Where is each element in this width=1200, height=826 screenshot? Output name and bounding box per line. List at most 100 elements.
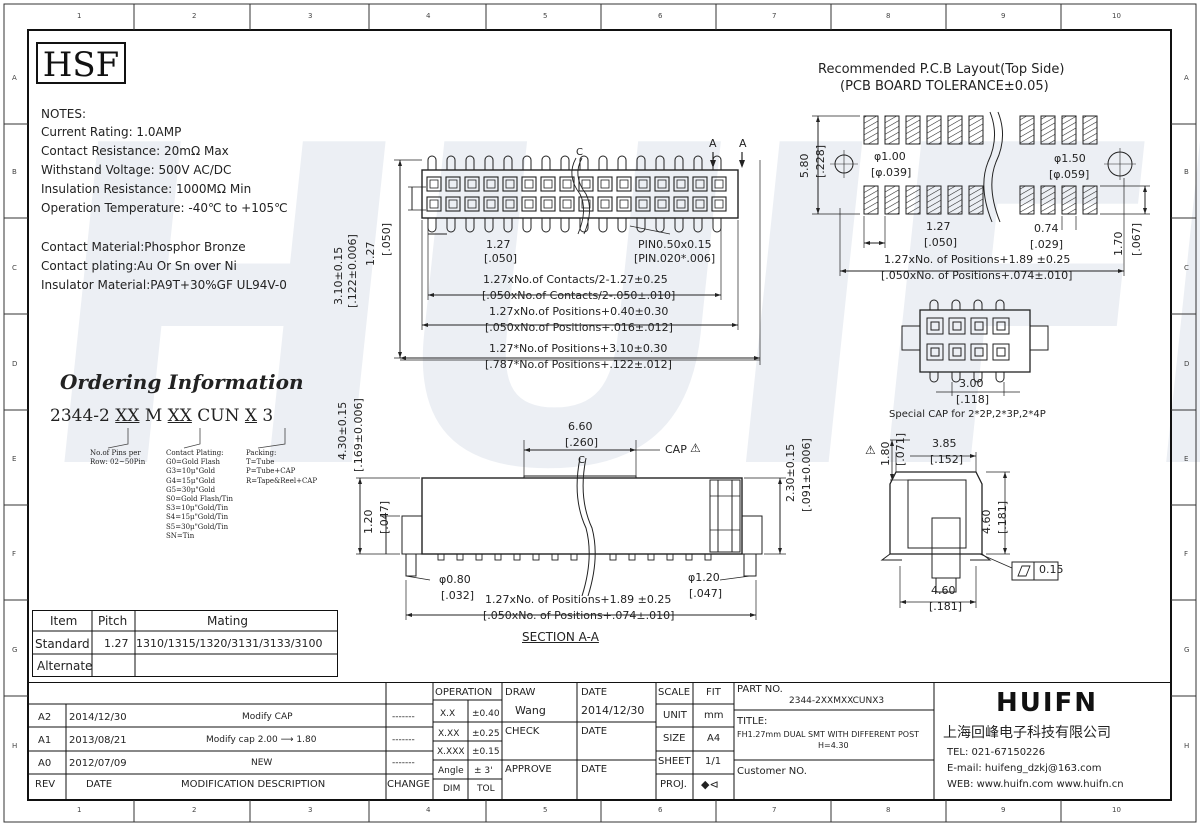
side-span: 1.27xNo. of Positions+1.89 ±0.25 — [485, 593, 672, 606]
tol-val: ± 3' — [474, 766, 493, 776]
end-d2: 3.85 — [932, 437, 957, 450]
mating-header-mating: Mating — [207, 614, 248, 628]
rev-date: 2013/08/21 — [69, 735, 127, 746]
section-a-mark: A — [709, 137, 717, 150]
dim-overall: 1.27*No.of Positions+3.10±0.30 — [489, 342, 668, 355]
grid-row-label: D — [12, 360, 18, 368]
projection-icon: ◆⊲ — [701, 778, 719, 791]
side-peg1-in: [.032] — [441, 589, 475, 602]
pcb-hole1: φ1.00 — [874, 150, 906, 163]
end-d3-in: [.181] — [996, 500, 1009, 534]
grid-col-label: 3 — [308, 12, 313, 20]
section-label: SECTION A-A — [522, 630, 599, 644]
title-line-1: FH1.27mm DUAL SMT WITH DIFFERENT POST — [737, 730, 920, 739]
rev-desc: Modify CAP — [242, 712, 293, 722]
tol-val: ±0.15 — [472, 747, 500, 757]
material-line: Contact plating:Au Or Sn over Ni — [41, 259, 237, 273]
grid-row-label: C — [12, 264, 17, 272]
note-line: Insulation Resistance: 1000MΩ Min — [41, 182, 252, 196]
part-no: 2344-2XXMXXCUNX3 — [789, 696, 885, 706]
side-center-mark: C — [578, 455, 585, 466]
ordering-code: 2344-2 XX M XX CUN X 3 — [50, 406, 273, 426]
grid-col-label: 9 — [1001, 806, 1006, 814]
grid-row-label: A — [1184, 74, 1189, 82]
side-height-in: [.169±0.006] — [352, 398, 365, 472]
tol-key: X.XX — [438, 729, 460, 739]
tol-key: Angle — [438, 766, 464, 776]
dim-pin-in: [PIN.020*.006] — [634, 252, 716, 265]
side-peg2: φ1.20 — [688, 571, 720, 584]
rev-change: ------- — [392, 758, 415, 768]
tol-key: X.XXX — [437, 747, 465, 757]
sheet-value: 1/1 — [705, 756, 722, 767]
notes-heading: NOTES: — [41, 107, 86, 121]
huifn-logo: HUIFN — [996, 688, 1099, 718]
grid-row-label: G — [1184, 646, 1190, 654]
company-email: E-mail: huifeng_dzkj@163.com — [947, 763, 1102, 774]
note-line: Operation Temperature: -40℃ to +105℃ — [41, 201, 288, 215]
pcb-dim-h-in: [.228] — [814, 144, 827, 178]
grid-col-label: 8 — [886, 12, 891, 20]
grid-row-label: E — [12, 455, 17, 463]
material-line: Insulator Material:PA9T+30%GF UL94V-0 — [41, 278, 287, 292]
tol-label: TOL — [477, 784, 495, 794]
proj-label: PROJ. — [660, 779, 687, 790]
dim-positions: 1.27xNo.of Positions+0.40±0.30 — [489, 305, 669, 318]
rev-header: DATE — [86, 779, 113, 790]
warning-icon: ⚠ — [865, 443, 876, 457]
approve-label: APPROVE — [505, 764, 552, 775]
end-d4-in: [.181] — [929, 600, 963, 613]
rev-change: ------- — [392, 712, 415, 722]
rev-date: 2014/12/30 — [69, 712, 127, 723]
grid-row-label: H — [1184, 742, 1190, 750]
scale-value: FIT — [706, 687, 721, 698]
draw-name: Wang — [515, 704, 546, 717]
cap-caption: Special CAP for 2*2P,2*3P,2*4P — [889, 409, 1046, 420]
dim-positions-in: [.050xNo.of Positions+.016±.012] — [485, 321, 673, 334]
tol-val: ±0.40 — [472, 709, 500, 719]
code-part: M — [139, 406, 168, 426]
pcb-span: 1.27xNo. of Positions+1.89 ±0.25 — [884, 253, 1071, 266]
note-line: Contact Resistance: 20mΩ Max — [41, 144, 229, 158]
rev-desc: Modify cap 2.00 ⟶ 1.80 — [206, 735, 317, 745]
pcb-pad-w-in: [.029] — [1030, 238, 1064, 251]
rev-header: REV — [35, 779, 56, 790]
section-a-mark: A — [739, 137, 747, 150]
pcb-pitch-in: [.050] — [924, 236, 958, 249]
mating-header-item: Item — [50, 614, 78, 628]
mating-cell: Alternate — [37, 659, 93, 673]
draw-date: 2014/12/30 — [581, 704, 645, 717]
side-cap-w-in: [.260] — [565, 436, 599, 449]
material-line: Contact Material:Phosphor Bronze — [41, 240, 246, 254]
hsf-logo: HSF — [36, 42, 126, 85]
side-h2: 2.30±0.15 — [784, 443, 797, 502]
grid-col-label: 10 — [1112, 12, 1121, 20]
unit-label: UNIT — [663, 710, 687, 721]
end-d1-in: [.071] — [894, 432, 907, 466]
grid-col-label: 3 — [308, 806, 313, 814]
pcb-hole2: φ1.50 — [1054, 152, 1086, 165]
mating-cell: 1.27 — [104, 637, 129, 650]
side-h3-in: [.047] — [378, 500, 391, 534]
mating-table-grid — [32, 610, 338, 677]
dim-label: DIM — [443, 784, 461, 794]
grid-row-label: B — [1184, 168, 1189, 176]
side-h3: 1.20 — [362, 509, 375, 535]
grid-col-label: 5 — [543, 806, 548, 814]
side-span-in: [.050xNo. of Positions+.074±.010] — [483, 609, 675, 622]
dim-overall-in: [.787*No.of Positions+.122±.012] — [485, 358, 672, 371]
draw-label: DRAW — [505, 687, 536, 698]
pcb-pitch: 1.27 — [926, 220, 951, 233]
title-line-2: H=4.30 — [818, 741, 849, 750]
code-part: 3 — [257, 406, 274, 426]
ordering-leaders — [107, 428, 286, 449]
check-date-label: DATE — [581, 726, 608, 737]
grid-row-label: F — [12, 550, 17, 558]
grid-row-label: E — [1184, 455, 1189, 463]
grid-col-label: 1 — [77, 806, 82, 814]
pcb-hole1-in: [φ.039] — [871, 166, 912, 179]
